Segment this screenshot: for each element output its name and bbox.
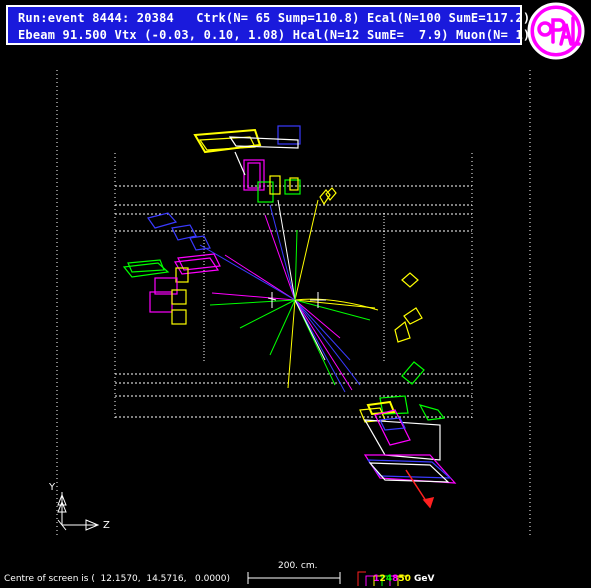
- gev-1: 1: [373, 574, 380, 584]
- ecal-clusters-right: [394, 272, 425, 385]
- gev-2: 2: [379, 574, 386, 584]
- ecal-clusters-left: [122, 212, 221, 325]
- gev-50: 50: [398, 574, 411, 584]
- gev-4: 4: [385, 574, 393, 584]
- event-info-header: Run:event 8444: 20384 Ctrk(N= 65 Sump=11…: [6, 5, 530, 45]
- muon-arrow: [405, 469, 435, 509]
- gev-8: 8: [392, 574, 399, 584]
- axis-z-label: Z: [103, 520, 110, 531]
- scale-label: 200. cm.: [278, 561, 318, 571]
- energy-scale: [357, 571, 408, 586]
- beam-vertex-line: Ebeam 91.500 Vtx (-0.03, 0.10, 1.08) Hca…: [18, 28, 531, 42]
- run-event-line: Run:event 8444: 20384 Ctrk(N= 65 Sump=11…: [18, 11, 531, 25]
- tracks: [199, 199, 379, 393]
- ecal-clusters-top: [193, 125, 337, 206]
- gev-unit: GeV: [410, 574, 435, 584]
- axis-y-label: Y: [49, 482, 56, 493]
- scale-bar: [247, 572, 341, 584]
- ecal-clusters-bottom: [359, 395, 457, 484]
- centre-of-screen-text: Centre of screen is ( 12.1570, 14.5716, …: [4, 574, 231, 584]
- opal-logo: [527, 2, 585, 60]
- axis-indicator: [57, 492, 100, 531]
- energy-scale-label: 124850 GeV: [367, 564, 434, 584]
